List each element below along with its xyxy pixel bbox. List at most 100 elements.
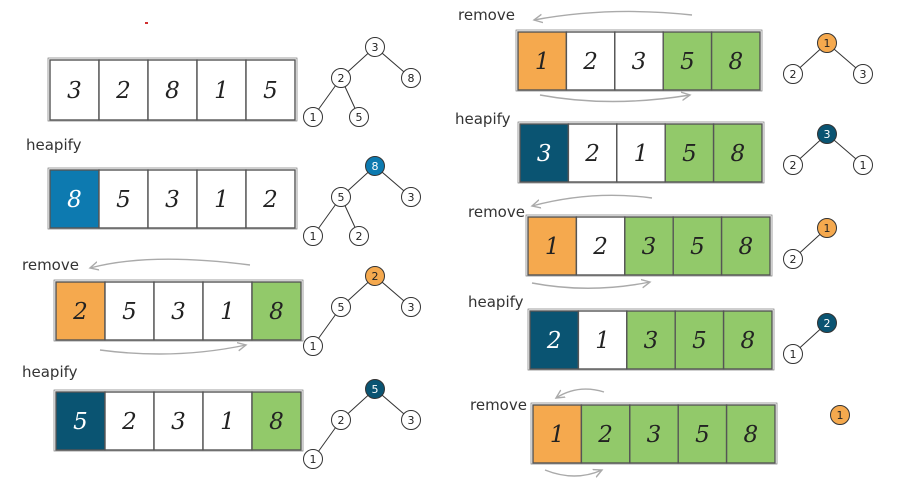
tree-node — [349, 226, 369, 246]
stage-label: remove — [458, 6, 515, 24]
array-cell-value: 5 — [682, 141, 697, 167]
array-cell-none — [245, 59, 296, 121]
tree-node — [331, 68, 351, 88]
array-outline — [525, 214, 773, 277]
array-cell-value: 8 — [743, 422, 758, 448]
tree-node-value: 2 — [824, 317, 831, 330]
array-cell-value: 5 — [122, 299, 137, 325]
swap-arrow-bottom — [99, 345, 246, 355]
array-cell-value: 8 — [269, 409, 284, 435]
array-cell-removed — [532, 404, 583, 464]
swap-arrow-bottom — [531, 282, 650, 289]
array-cell-none — [49, 59, 100, 121]
array-cell-heap-dark — [55, 391, 106, 451]
array-cell-value: 1 — [545, 234, 560, 260]
array-cell-sorted — [710, 31, 761, 91]
array-cell-value: 5 — [680, 49, 695, 75]
array-cell-value: 8 — [67, 187, 82, 213]
array-cell-none — [567, 123, 618, 183]
swap-arrow-top — [556, 388, 605, 398]
stage-label: heapify — [22, 363, 78, 381]
tree-node-value: 1 — [310, 230, 317, 243]
tree-node-value: 3 — [372, 41, 379, 54]
tree-node-value: 3 — [408, 191, 415, 204]
array-cell-value: 5 — [692, 328, 707, 354]
tree-node — [783, 155, 803, 175]
tree-root-node — [830, 405, 850, 425]
array-cell-value: 3 — [171, 409, 186, 435]
array-outline — [53, 279, 304, 342]
array-cell-value: 8 — [740, 328, 755, 354]
array-cell-sorted — [712, 123, 763, 183]
array-cell-sorted — [720, 216, 771, 276]
array-cell-value: 3 — [165, 187, 180, 213]
array-cell-sorted — [624, 216, 674, 276]
swap-arrow-bottom — [539, 95, 690, 103]
array-cell-sorted — [664, 123, 715, 183]
array-cell-none — [98, 59, 149, 121]
array-cell-sorted — [725, 404, 776, 464]
tree-root-node — [365, 266, 385, 286]
tree-node — [331, 187, 351, 207]
array-cell-value: 8 — [728, 49, 743, 75]
array-outline — [530, 402, 778, 465]
tree-node-value: 2 — [338, 414, 345, 427]
array-cell-value: 5 — [690, 234, 705, 260]
tree-node — [303, 107, 323, 127]
tree-node — [303, 336, 323, 356]
tree-node — [303, 226, 323, 246]
array-cell-value: 3 — [537, 141, 552, 167]
red-dot-mark — [145, 22, 148, 24]
tree-node — [783, 249, 803, 269]
array-cell-heap-dark — [529, 310, 580, 370]
tree-node — [853, 64, 873, 84]
array-cell-value: 8 — [730, 141, 745, 167]
array-outline — [53, 389, 304, 452]
array-outline — [517, 121, 765, 184]
array-cell-value: 3 — [647, 422, 662, 448]
tree-node — [401, 187, 421, 207]
tree-node-value: 2 — [338, 72, 345, 85]
array-cell-value: 2 — [592, 234, 608, 260]
array-cell-none — [196, 169, 247, 229]
tree-node-value: 2 — [790, 159, 797, 172]
array-cell-value: 3 — [644, 328, 659, 354]
swap-arrow-top — [90, 258, 251, 268]
tree-node — [401, 297, 421, 317]
array-cell-value: 1 — [550, 422, 565, 448]
tree-root-node — [817, 33, 837, 53]
array-cell-value: 5 — [116, 187, 131, 213]
tree-node-value: 1 — [310, 453, 317, 466]
array-cell-value: 2 — [72, 299, 88, 325]
tree-root-node — [817, 124, 837, 144]
array-cell-value: 2 — [584, 141, 600, 167]
stage-label: heapify — [455, 110, 511, 128]
array-cell-none — [147, 59, 198, 121]
tree-node — [331, 410, 351, 430]
tree-node-value: 2 — [790, 68, 797, 81]
array-cell-value: 2 — [121, 409, 137, 435]
tree-root-node — [365, 37, 385, 57]
tree-root-node — [817, 218, 837, 238]
tree-node-value: 3 — [860, 68, 867, 81]
array-cell-value: 3 — [632, 49, 647, 75]
tree-root-node — [817, 313, 837, 333]
tree-node — [853, 155, 873, 175]
tree-node-value: 5 — [372, 383, 379, 396]
tree-node-value: 1 — [824, 37, 831, 50]
array-outline — [47, 57, 298, 122]
array-cell-value: 5 — [695, 422, 710, 448]
tree-node-value: 3 — [408, 301, 415, 314]
array-cell-value: 3 — [171, 299, 186, 325]
tree-node-value: 5 — [338, 301, 345, 314]
array-cell-value: 8 — [269, 299, 284, 325]
stage-label: heapify — [468, 293, 524, 311]
array-cell-removed — [527, 216, 578, 276]
array-cell-value: 1 — [220, 409, 235, 435]
array-outline — [527, 308, 775, 371]
